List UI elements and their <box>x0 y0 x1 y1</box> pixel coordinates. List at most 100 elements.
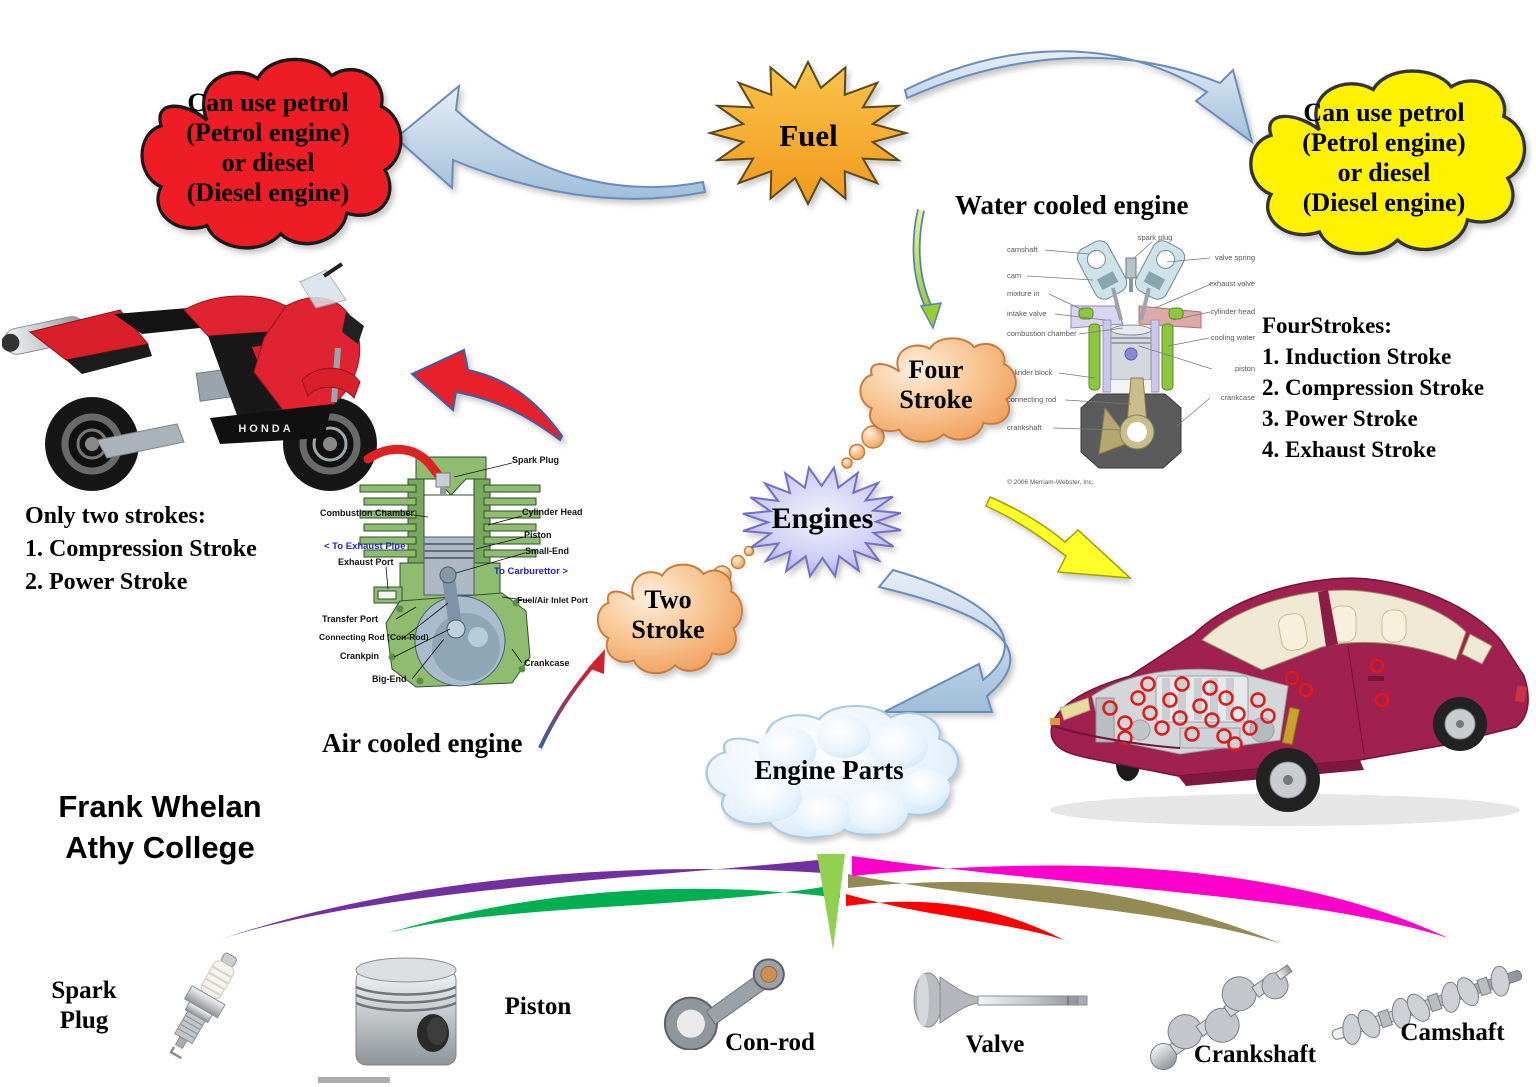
wc-label-exhaust-valve: exhaust valve <box>1209 279 1255 288</box>
petrol-right-line4: (Diesel engine) <box>1302 188 1466 217</box>
spark-plug-lead <box>363 444 445 482</box>
wc-label-spark-plug: spark plug <box>1138 233 1173 242</box>
wc-label-piston: piston <box>1235 364 1255 373</box>
fuel-starburst <box>706 59 910 207</box>
petrol-cloud-right-text: Can use petrol (Petrol engine) or diesel… <box>1256 98 1512 218</box>
wc-label-camshaft: camshaft <box>1007 245 1038 254</box>
valve-label: Valve <box>965 1031 1025 1058</box>
arrow-engines-to-engine-parts <box>877 568 1012 713</box>
fan-curve-spark-plug <box>196 858 838 948</box>
four-strokes-note: FourStrokes: 1. Induction Stroke 2. Comp… <box>1262 310 1536 465</box>
fan-curve-valve <box>846 894 1064 940</box>
wc-label-cam: cam <box>1007 271 1021 280</box>
air-label-transfer-port: Transfer Port <box>322 614 378 624</box>
wc-label-cylinder-head: cylinder head <box>1210 307 1255 316</box>
wc-label-cooling-water: cooling water <box>1211 333 1256 342</box>
petrol-right-line2: (Petrol engine) <box>1302 128 1466 157</box>
wc-label-connecting-rod: connecting rod <box>1007 395 1056 404</box>
fan-arrow-con-rod <box>817 854 845 950</box>
cloud-bubbles <box>737 715 951 836</box>
two-strokes-note: Only two strokes: 1. Compression Stroke … <box>25 500 345 599</box>
author-name: Frank Whelan <box>58 789 262 824</box>
two-stroke-line1: Two <box>644 585 692 614</box>
air-label-spark-plug: Spark Plug <box>512 455 559 465</box>
air-label-cylinder-head: Cylinder Head <box>522 507 583 517</box>
leader-lines <box>385 462 533 680</box>
arrow-fuel-to-four-stroke-head <box>919 302 943 330</box>
fan-curve-camshaft <box>852 856 1448 938</box>
camshaft-image <box>1331 965 1523 1045</box>
spark-plug-image <box>169 952 237 1060</box>
arrow-fuel-to-left-cloud <box>394 83 707 200</box>
wc-label-cylinder-block: cylinder block <box>1007 368 1053 377</box>
engines-starburst <box>742 465 902 579</box>
petrol-right-line3: or diesel <box>1337 158 1431 187</box>
con-rod-image <box>663 958 785 1050</box>
fuel-label: Fuel <box>779 118 838 153</box>
air-label-to-exhaust-pipe: < To Exhaust Pipe <box>324 541 405 552</box>
motorcycle-brand-text: HONDA <box>238 423 293 435</box>
con-rod-label: Con-rod <box>725 1029 815 1056</box>
wc-label-valve-spring: valve spring <box>1215 253 1255 262</box>
petrol-cloud-left-text: Can use petrol (Petrol engine) or diesel… <box>148 88 388 208</box>
four-stroke-cloud-text: Four Stroke <box>852 355 1020 415</box>
air-label-big-end: Big-End <box>372 674 407 684</box>
petrol-right-line1: Can use petrol <box>1303 98 1465 127</box>
air-label-small-end: Small-End <box>525 546 569 556</box>
page-edge-mark <box>318 1077 390 1083</box>
four-strokes-item3: 3. Power Stroke <box>1262 406 1418 431</box>
petrol-left-line4: (Diesel engine) <box>186 178 350 207</box>
leader-lines <box>1026 241 1213 431</box>
air-label-combustion-chamber: Combustion Chamber <box>320 508 415 518</box>
engine-part-markers <box>1102 658 1390 752</box>
water-cooled-heading: Water cooled engine <box>955 190 1189 220</box>
car-seats <box>1278 605 1407 651</box>
air-cooled-engine-diagram: Spark Plug Combustion Chamber Cylinder H… <box>319 444 588 688</box>
spark-plug-label: Spark Plug <box>51 977 117 1034</box>
air-label-crankcase: Crankcase <box>524 658 570 668</box>
two-strokes-title: Only two strokes: <box>25 503 206 529</box>
camshaft-label: Camshaft <box>1400 1019 1505 1046</box>
wc-label-combustion-chamber: combustion chamber <box>1007 329 1077 338</box>
crankshaft-image <box>1149 964 1293 1071</box>
four-strokes-item4: 4. Exhaust Stroke <box>1262 437 1437 462</box>
wc-label-intake-valve: intake valve <box>1007 309 1047 318</box>
petrol-left-line3: or diesel <box>221 148 315 177</box>
piston-image <box>355 957 457 1066</box>
crankshaft-label: Crankshaft <box>1193 1041 1317 1068</box>
motorcycle-image: HONDA <box>2 262 377 491</box>
air-label-exhaust-port: Exhaust Port <box>338 557 394 567</box>
four-stroke-trail <box>841 425 885 469</box>
air-label-to-carburettor: To Carburettor > <box>494 566 568 577</box>
engines-label: Engines <box>771 502 874 535</box>
fan-curve-crankshaft <box>848 874 1282 944</box>
wc-copyright: © 2006 Merriam-Webster, Inc. <box>1007 478 1094 486</box>
arrow-fuel-to-four-stroke <box>914 209 932 309</box>
piston-label: Piston <box>504 993 572 1020</box>
engine-parts-label: Engine Parts <box>754 755 904 785</box>
wc-label-crankcase: crankcase <box>1221 393 1255 402</box>
water-cooled-engine-diagram: camshaft cam mixture in intake valve com… <box>1007 233 1256 486</box>
air-label-fuel-air-inlet-port: Fuel/Air Inlet Port <box>517 595 588 605</box>
valve-image <box>913 972 1088 1028</box>
windscreen <box>299 269 347 309</box>
author-school: Athy College <box>65 830 255 865</box>
two-stroke-line2: Stroke <box>631 615 705 644</box>
arrow-to-motorcycle <box>410 348 564 442</box>
arrow-fuel-to-right-cloud <box>903 50 1254 145</box>
air-label-crankpin: Crankpin <box>340 651 379 661</box>
two-strokes-item1: 1. Compression Stroke <box>25 536 257 562</box>
two-stroke-cloud-text: Two Stroke <box>590 585 746 645</box>
air-label-connecting-rod: Connecting Rod (Con-Rod) <box>319 632 429 642</box>
air-label-piston: Piston <box>524 530 552 540</box>
arrow-air-engine-to-two-stroke-head <box>588 649 605 674</box>
petrol-left-line2: (Petrol engine) <box>186 118 350 147</box>
four-stroke-line2: Stroke <box>899 385 973 414</box>
two-strokes-item2: 2. Power Stroke <box>25 569 188 595</box>
engine-parts-cloud <box>705 704 960 839</box>
air-cooled-heading: Air cooled engine <box>322 728 523 758</box>
petrol-left-line1: Can use petrol <box>187 88 349 117</box>
four-strokes-title: FourStrokes: <box>1262 313 1392 338</box>
